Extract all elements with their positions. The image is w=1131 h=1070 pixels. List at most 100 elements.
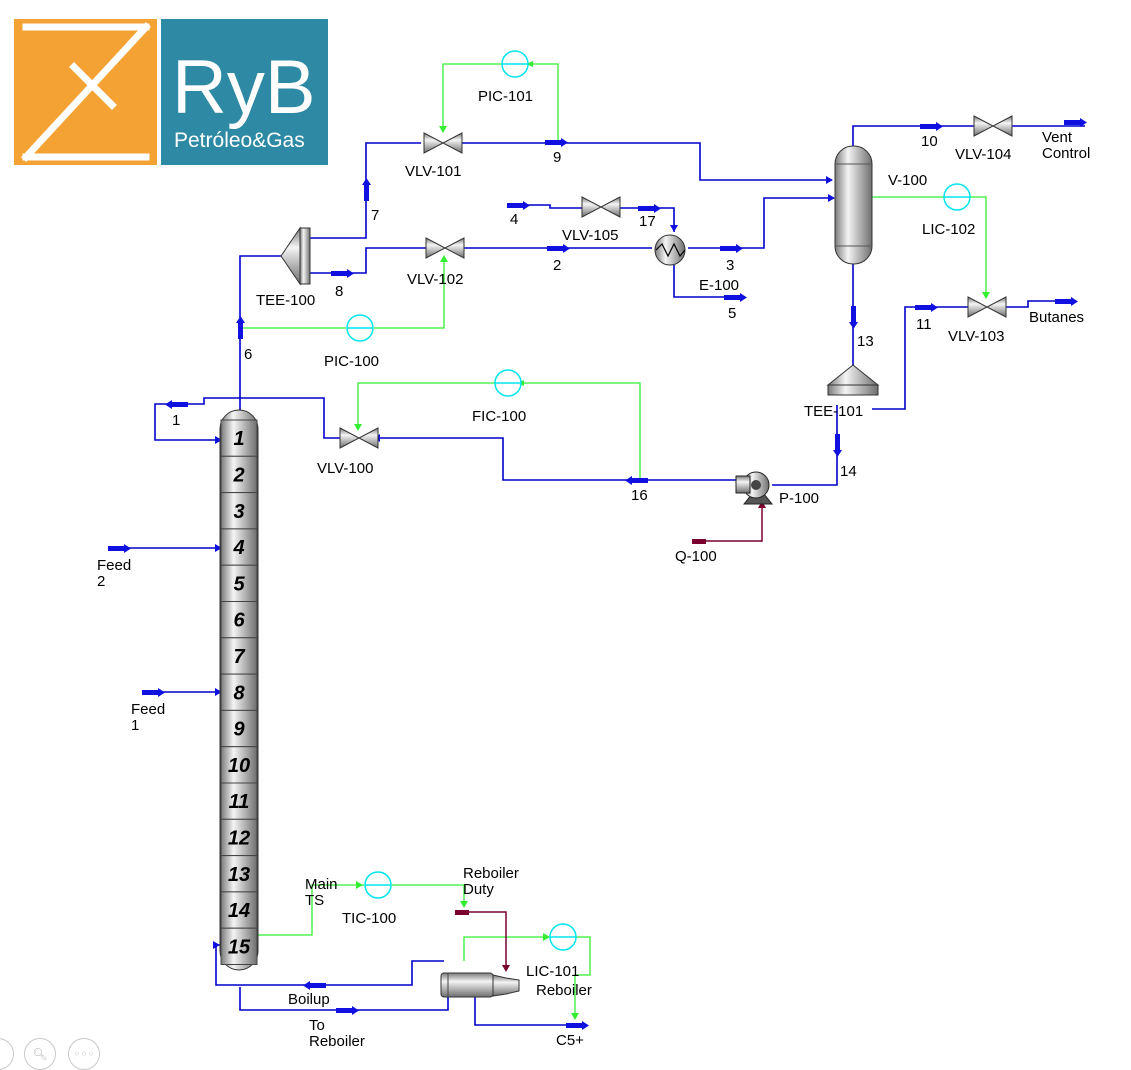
label-s8: 8 [335, 283, 343, 300]
arrow-vent [1064, 118, 1087, 127]
arrow-feed2 [108, 544, 131, 553]
label-s10: 10 [921, 133, 938, 150]
stream-arrows [108, 118, 1087, 1030]
tray-label-11: 11 [229, 791, 250, 813]
arrow-s3 [720, 244, 743, 253]
arrow-s13 [849, 306, 858, 329]
arrow-s9 [545, 138, 568, 147]
label-vlv102: VLV-102 [407, 271, 463, 288]
tee-101[interactable] [826, 364, 880, 396]
controller-lic102[interactable] [943, 183, 971, 211]
label-fic100: FIC-100 [472, 408, 526, 425]
arrow-s14 [833, 434, 842, 457]
label-pic100: PIC-100 [324, 353, 379, 370]
tray-label-10: 10 [228, 755, 250, 777]
tray-label-8: 8 [233, 682, 245, 704]
tray-label-13: 13 [228, 864, 250, 886]
valve-vlv104[interactable] [973, 115, 1013, 137]
label-main-ts-1: Main [305, 876, 338, 893]
signal-arrows [354, 61, 990, 1020]
label-to-reb-2: Reboiler [309, 1033, 365, 1050]
label-s9: 9 [553, 149, 561, 166]
tray-label-4: 4 [232, 537, 244, 559]
logo-sub-text: Petróleo&Gas [174, 129, 305, 152]
arrow-boilup [303, 981, 326, 990]
arrow-s10 [920, 122, 943, 131]
arrow-s1 [165, 400, 188, 409]
tee-100[interactable] [280, 226, 311, 286]
arrow-feed1 [142, 688, 165, 697]
label-reb-duty-2: Duty [463, 881, 494, 898]
arrow-s16 [625, 476, 648, 485]
tray-label-2: 2 [232, 464, 244, 486]
zoom-icon[interactable]: 🔍︎ [24, 1038, 56, 1070]
label-vlv103: VLV-103 [948, 328, 1004, 345]
label-tee100: TEE-100 [256, 292, 315, 309]
arrow-s11 [915, 303, 938, 312]
arrow-to-reboiler [336, 1006, 359, 1015]
arrow-s2 [547, 244, 570, 253]
tray-label-15: 15 [228, 936, 251, 958]
label-reb-duty-1: Reboiler [463, 865, 519, 882]
label-vent-1: Vent [1042, 129, 1073, 146]
valve-vlv102[interactable] [425, 237, 465, 259]
label-vent-2: Control [1042, 145, 1090, 162]
label-s7: 7 [371, 207, 379, 224]
controller-pic101[interactable] [501, 50, 529, 78]
controller-tic100[interactable] [364, 871, 392, 899]
tray-10 [220, 746, 258, 784]
label-p100: P-100 [779, 490, 819, 507]
tray-13 [220, 855, 258, 893]
tray-label-9: 9 [233, 719, 245, 741]
tray-8 [220, 673, 258, 711]
label-pic101: PIC-101 [478, 88, 533, 105]
tray-label-1: 1 [233, 428, 244, 450]
label-to-reb-1: To [309, 1017, 325, 1034]
label-butanes: Butanes [1029, 309, 1084, 326]
vessel-v100[interactable] [834, 145, 873, 265]
label-s17: 17 [639, 213, 656, 230]
tray-9 [220, 709, 258, 748]
tray-4 [220, 528, 258, 566]
tray-label-3: 3 [233, 501, 244, 523]
arrow-c5 [566, 1021, 589, 1030]
label-vlv104: VLV-104 [955, 146, 1011, 163]
arrow-s7 [362, 178, 371, 201]
energy-arrows [455, 501, 766, 972]
label-v100: V-100 [888, 172, 927, 189]
controller-fic100[interactable] [494, 369, 522, 397]
label-vlv100: VLV-100 [317, 460, 373, 477]
arrow-s4 [507, 201, 530, 210]
label-feed2-2: 2 [97, 573, 105, 590]
label-main-ts-2: TS [305, 892, 324, 909]
label-lic101: LIC-101 [526, 963, 579, 980]
heat-exchanger-e100[interactable] [654, 234, 686, 266]
reboiler[interactable] [440, 972, 520, 998]
label-s2: 2 [553, 257, 561, 274]
arrow-s8 [331, 269, 354, 278]
controller-pic100[interactable] [346, 314, 374, 342]
label-feed1-1: Feed [131, 701, 165, 718]
more-options-icon[interactable]: ◦◦◦ [68, 1038, 100, 1070]
label-c5: C5+ [556, 1032, 584, 1049]
label-lic102: LIC-102 [922, 221, 975, 238]
valve-vlv105[interactable] [581, 196, 621, 218]
valve-vlv101[interactable] [423, 132, 463, 154]
label-s3: 3 [726, 257, 734, 274]
arrow-butanes [1055, 297, 1078, 306]
label-s16: 16 [631, 487, 648, 504]
label-s14: 14 [840, 463, 857, 480]
label-boilup: Boilup [288, 991, 330, 1008]
pump-p100[interactable] [735, 471, 774, 505]
label-s11: 11 [916, 316, 932, 333]
valve-vlv100[interactable] [339, 427, 379, 449]
controller-lic101[interactable] [549, 923, 577, 951]
valve-vlv103[interactable] [967, 296, 1007, 318]
tray-label-6: 6 [233, 610, 245, 632]
ryb-logo: RyB Petróleo&Gas [14, 19, 328, 165]
tray-6 [220, 601, 258, 639]
tray-1 [220, 419, 258, 457]
label-q100: Q-100 [675, 548, 717, 565]
label-vlv105: VLV-105 [562, 227, 618, 244]
